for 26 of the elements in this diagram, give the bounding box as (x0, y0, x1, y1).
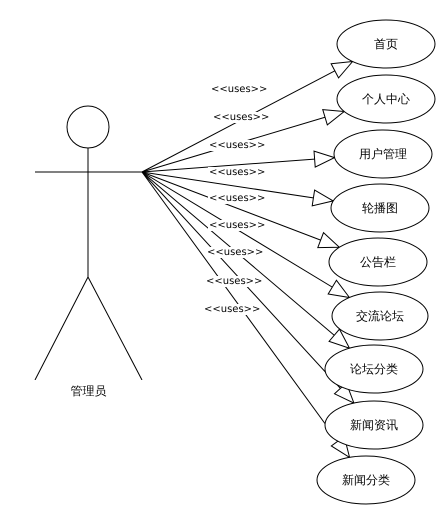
edge-label: <<uses>> (210, 84, 268, 95)
arrow (142, 172, 350, 349)
edge-label: <<uses>> (203, 304, 262, 315)
use-case-label: 交流论坛 (355, 308, 405, 324)
arrow (142, 172, 340, 248)
edge-label: <<uses>> (208, 220, 266, 231)
edge-label: <<uses>> (208, 167, 266, 178)
arrow (142, 172, 350, 458)
actor-label: 管理员 (70, 383, 108, 399)
edge-label: <<uses>> (206, 247, 264, 258)
edge-label: <<uses>> (208, 140, 266, 151)
edge-label: <<uses>> (205, 276, 264, 287)
arrow (142, 61, 354, 172)
use-case-label: 公告栏 (359, 254, 397, 270)
use-case-label: 首页 (373, 36, 399, 52)
arrow (142, 150, 336, 172)
use-case-label: 用户管理 (358, 146, 408, 162)
edge-label: <<uses>> (212, 112, 270, 123)
use-case-label: 新闻资讯 (349, 417, 399, 433)
use-case-label: 轮播图 (361, 200, 399, 216)
use-case-label: 新闻分类 (341, 472, 391, 488)
use-case-label: 个人中心 (361, 91, 411, 107)
arrow (142, 172, 350, 298)
arrow (142, 172, 334, 206)
use-case-label: 论坛分类 (349, 361, 399, 377)
edge-label: <<uses>> (208, 193, 266, 204)
